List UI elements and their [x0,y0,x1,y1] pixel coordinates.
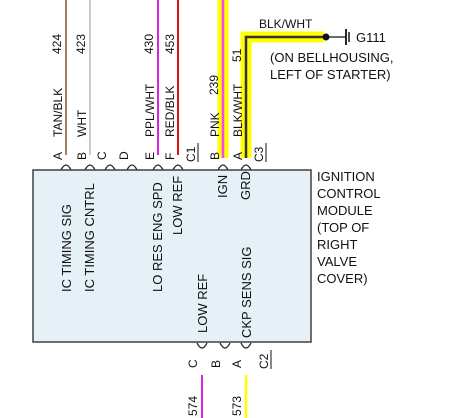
svg-text:VALVE: VALVE [317,254,357,269]
circuit-239: 239 [207,75,221,95]
connector-c2-pins [196,342,252,349]
ground-wire-label: BLK/WHT [259,17,313,31]
connector-c1-pins [60,164,184,171]
pin-letter-a-c1: A [51,152,65,160]
label-lo-res-eng-spd: LO RES ENG SPD [150,182,165,292]
circuit-573: 573 [230,396,244,416]
pin-letter-a-c3: A [231,152,245,160]
pin-letter-f-c1: F [163,153,177,160]
circuit-430: 430 [142,34,156,54]
wire-label-pnk: PNK [208,112,222,137]
ground-id: G111 [356,30,386,45]
pin-letter-b-c3: B [208,152,222,160]
label-ic-timing-cntrl: IC TIMING CNTRL [82,183,97,292]
svg-text:MODULE: MODULE [317,203,373,218]
circuit-423: 423 [74,34,88,54]
wire-label-blk-wht: BLK/WHT [231,83,245,137]
label-grd: GRD [238,171,253,200]
ground-location-line2: LEFT OF STARTER) [270,67,391,82]
circuit-424: 424 [50,34,64,54]
ground-location-line1: (ON BELLHOUSING, [270,50,394,65]
label-ckp-sens-sig: CKP SENS SIG [239,246,254,338]
svg-text:COVER): COVER) [317,271,368,286]
pin-letter-b-c2: B [209,360,223,368]
pin-letter-a-c2: A [230,360,244,368]
pin-letter-c-c2: C [186,359,200,368]
connector-c3-pins [217,164,252,171]
circuit-574: 574 [186,396,200,416]
svg-text:(TOP OF: (TOP OF [317,220,369,235]
label-low-ref-bottom: LOW REF [195,274,210,333]
connector-c1-label: C1 [184,146,198,162]
wire-label-red-blk: RED/BLK [163,86,177,137]
label-ic-timing-sig: IC TIMING SIG [59,204,74,292]
pin-letter-d-c1: D [117,151,131,160]
label-low-ref-top: LOW REF [170,176,185,235]
ignition-control-module-box [32,169,312,343]
pin-letter-c-c1: C [95,151,109,160]
label-ign: IGN [215,175,230,198]
pin-letter-e-c1: E [143,152,157,160]
svg-text:CONTROL: CONTROL [317,186,381,201]
wire-label-wht: WHT [75,109,89,137]
svg-text:RIGHT: RIGHT [317,237,358,252]
circuit-453: 453 [163,34,177,54]
ground-icon [322,29,350,45]
circuit-51: 51 [230,48,244,62]
wire-label-ppl-wht: PPL/WHT [143,83,157,137]
svg-text:IGNITION: IGNITION [317,169,375,184]
connector-c3-label: C3 [252,146,266,162]
pin-letter-b-c1: B [75,152,89,160]
wire-51-blk-wht [244,35,324,158]
wire-label-tan-blk: TAN/BLK [51,88,65,137]
module-title: IGNITION CONTROL MODULE (TOP OF RIGHT VA… [317,169,381,286]
connector-c2-label: C2 [257,353,271,369]
